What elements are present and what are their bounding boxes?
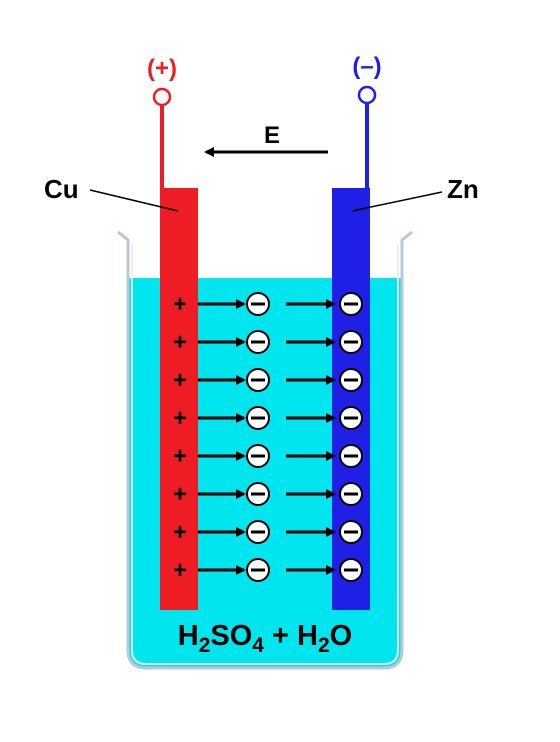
beaker-wall: [117, 230, 413, 670]
negative-terminal-icon[interactable]: [357, 85, 377, 105]
charge-rows: + + + + + + + +: [173, 291, 363, 584]
formula-text: H: [178, 620, 199, 652]
formula-text: + H: [264, 620, 318, 652]
formula-text: SO: [210, 620, 252, 652]
cation-charge: +: [173, 329, 187, 356]
formula-subscript: 4: [252, 634, 264, 657]
cation-charge: +: [173, 291, 187, 318]
cation-charge: +: [173, 481, 187, 508]
zinc-electrode[interactable]: [332, 188, 370, 610]
zinc-label: Zn: [447, 174, 479, 204]
cation-charge: +: [173, 405, 187, 432]
formula-subscript: 2: [199, 634, 211, 657]
positive-terminal-icon[interactable]: [152, 87, 172, 107]
copper-leader-line: [89, 189, 179, 212]
cation-charge: +: [173, 557, 187, 584]
copper-label: Cu: [44, 174, 79, 204]
electrolyte-formula: H2SO4 + H2O: [178, 620, 352, 657]
cation-charge: +: [173, 443, 187, 470]
formula-text: O: [330, 620, 353, 652]
copper-electrode[interactable]: [160, 188, 198, 610]
cation-charge: +: [173, 367, 187, 394]
negative-terminal-label: (–): [352, 53, 381, 80]
cation-charge: +: [173, 519, 187, 546]
field-label: E: [264, 122, 280, 149]
beaker-wall-highlight: [131, 244, 399, 665]
formula-subscript: 2: [318, 634, 330, 657]
zinc-leader-line: [351, 191, 443, 212]
positive-terminal-label: (+): [147, 55, 177, 82]
